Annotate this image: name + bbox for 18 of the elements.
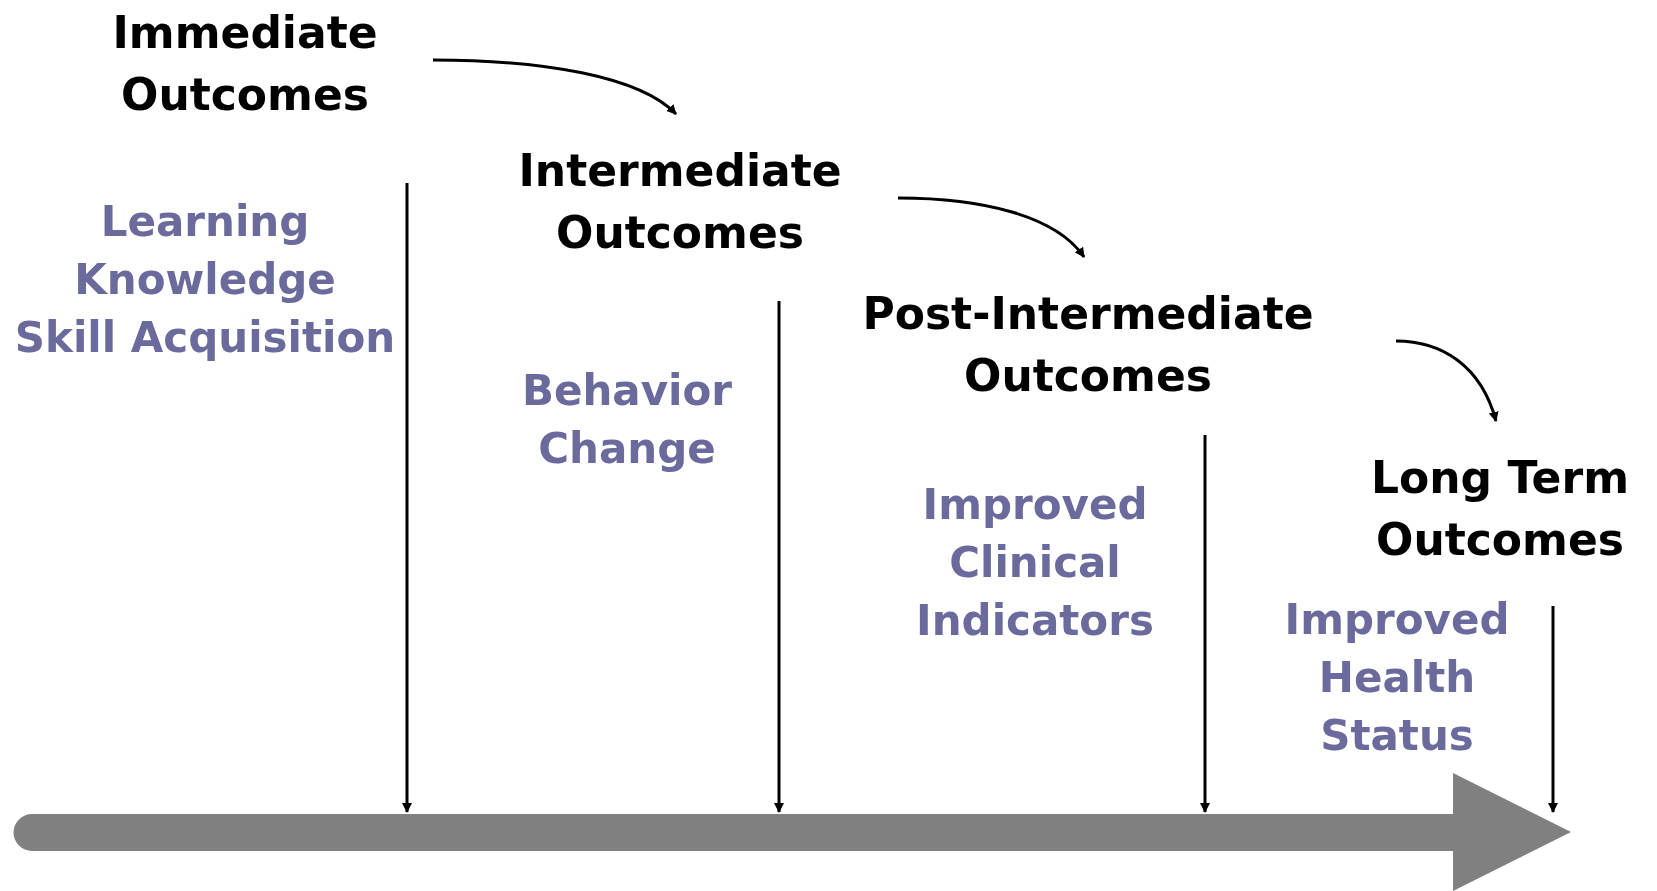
outcome-label: Knowledge [73,254,337,306]
timeline-arrow [13,773,1571,891]
outcome-label: Improved Health Status [1284,594,1510,762]
stage-heading: Post-Intermediate Outcomes [808,283,1368,407]
arrow [1200,435,1210,813]
stage-heading: Intermediate Outcomes [490,140,870,264]
arrow [402,183,412,813]
arrow [1395,339,1499,422]
stage-heading: Immediate Outcomes [85,2,405,126]
outcome-label: Learning [99,196,311,248]
arrow [1548,606,1558,813]
outcome-label: Behavior Change [521,365,733,475]
arrow [774,301,784,813]
outcome-label: Improved Clinical Indicators [916,479,1154,647]
arrow [897,196,1086,258]
arrow [432,58,677,116]
stage-heading: Long Term Outcomes [1350,447,1650,571]
outcome-label: Skill Acquisition [13,312,397,364]
